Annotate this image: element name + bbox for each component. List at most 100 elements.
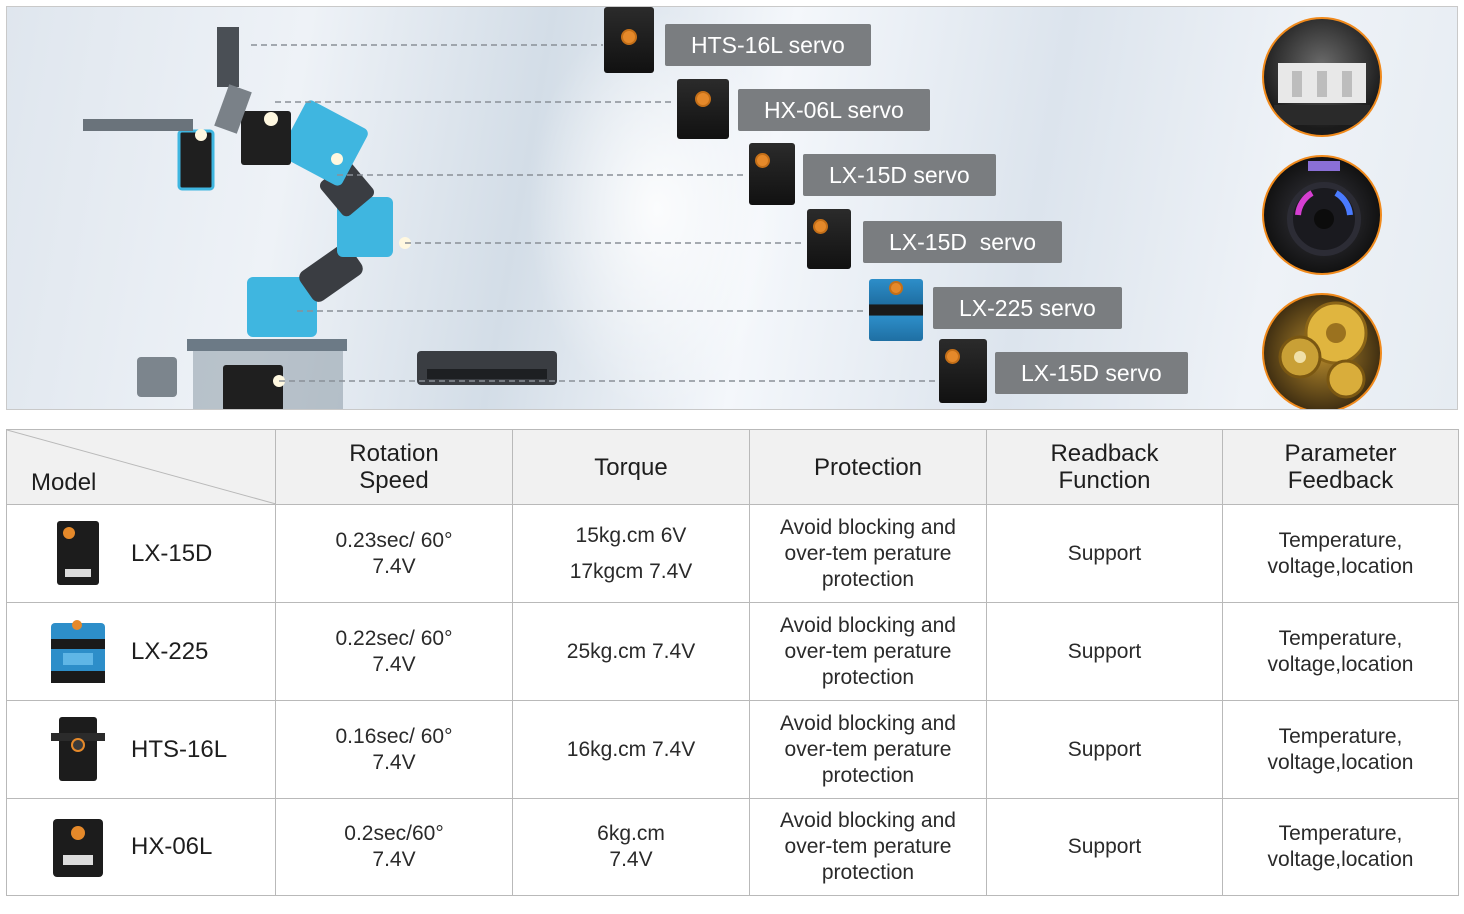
side-bracket xyxy=(137,357,177,397)
header-speed-line1: Rotation xyxy=(349,440,439,467)
torque-value-1: 6kg.cm xyxy=(597,822,665,845)
arm-base-plate xyxy=(187,339,347,351)
speed-cell: 0.22sec/ 60°7.4V xyxy=(275,602,513,701)
connector-port-icon xyxy=(1262,17,1382,137)
hts-16l-servo-thumbnail xyxy=(604,7,654,73)
servo-horn-icon xyxy=(889,281,903,295)
protection-line1: Avoid blocking and xyxy=(780,809,956,832)
leader-lines xyxy=(251,44,937,382)
servo-horn-icon xyxy=(945,349,960,364)
speed-voltage: 7.4V xyxy=(372,652,416,676)
feedback-line2: voltage,location xyxy=(1267,848,1414,871)
product-hero-banner: HTS-16L servo HX-06L servo LX-15D servo … xyxy=(6,6,1458,410)
readback-cell: Support xyxy=(986,602,1223,701)
feedback-line2: voltage,location xyxy=(1267,652,1414,676)
header-torque: Torque xyxy=(512,429,750,505)
servo-spec-table: Model Rotation Speed Torque Protection R… xyxy=(6,429,1459,896)
torque-value-2: 7.4V xyxy=(609,848,653,871)
metal-gears-icon xyxy=(1262,293,1382,409)
torque-cell: 16kg.cm 7.4V xyxy=(512,700,750,799)
gripper-finger-lower xyxy=(83,119,193,131)
speed-cell: 0.2sec/60°7.4V xyxy=(275,798,513,896)
protection-line3: protection xyxy=(821,861,915,884)
arm-wrist-link xyxy=(280,100,368,186)
gripper-finger-upper xyxy=(217,27,239,87)
feedback-cell: Temperature,voltage,location xyxy=(1222,798,1459,896)
readback-cell: Support xyxy=(986,798,1223,896)
feedback-cell: Temperature,voltage,location xyxy=(1222,602,1459,701)
header-speed-line2: Speed xyxy=(359,467,429,494)
table-row: HX-06L 0.2sec/60°7.4V 6kg.cm 7.4V Avoid b… xyxy=(6,798,1459,896)
feedback-cell: Temperature,voltage,location xyxy=(1222,504,1459,603)
model-cell: LX-15D xyxy=(6,504,276,603)
model-name: HX-06L xyxy=(131,833,213,860)
header-diagonal-divider xyxy=(7,430,276,504)
feedback-line2: voltage,location xyxy=(1267,750,1414,774)
header-feedback-line2: Feedback xyxy=(1287,467,1394,494)
torque-cell: 25kg.cm 7.4V xyxy=(512,602,750,701)
model-cell: HX-06L xyxy=(6,798,276,896)
speed-cell: 0.23sec/ 60°7.4V xyxy=(275,504,513,603)
protection-line2: over-tem perature xyxy=(784,835,952,858)
protection-cell: Avoid blocking and over-tem perature prote… xyxy=(749,798,987,896)
protection-line3: protection xyxy=(821,763,915,787)
header-rotation-speed: Rotation Speed xyxy=(275,429,513,505)
lx-15d-servo-thumbnail-2 xyxy=(807,209,851,269)
table-header-row: Model Rotation Speed Torque Protection R… xyxy=(6,429,1459,505)
torque-cell: 6kg.cm 7.4V xyxy=(512,798,750,896)
protection-line1: Avoid blocking and xyxy=(780,515,956,539)
protection-line2: over-tem perature xyxy=(784,541,952,565)
readback-cell: Support xyxy=(986,700,1223,799)
torque-value-1: 16kg.cm 7.4V xyxy=(566,737,696,761)
callout-hx-06l: HX-06L servo xyxy=(738,89,930,131)
header-model: Model xyxy=(6,429,276,505)
hx-06l-servo-thumbnail xyxy=(677,79,729,139)
table-row: HTS-16L 0.16sec/ 60°7.4V 16kg.cm 7.4V Av… xyxy=(6,700,1459,799)
arm-shoulder-link xyxy=(247,277,317,337)
protection-line1: Avoid blocking and xyxy=(780,711,956,735)
model-cell: LX-225 xyxy=(6,602,276,701)
lx-15d-servo-icon xyxy=(57,521,99,585)
feedback-line1: Temperature, xyxy=(1278,724,1403,748)
speed-value: 0.16sec/ 60° xyxy=(335,724,453,748)
feedback-line1: Temperature, xyxy=(1278,626,1403,650)
protection-line3: protection xyxy=(821,567,915,591)
joint-dot-1 xyxy=(264,112,278,126)
speed-voltage: 7.4V xyxy=(372,750,416,774)
robot-arm-illustration xyxy=(83,27,937,409)
torque-value-1: 25kg.cm 7.4V xyxy=(566,639,696,663)
header-readback-line1: Readback xyxy=(1050,440,1159,467)
feedback-line1: Temperature, xyxy=(1278,528,1403,552)
arm-gripper-servo xyxy=(177,129,215,191)
feedback-line2: voltage,location xyxy=(1267,554,1414,578)
speed-value: 0.2sec/60° xyxy=(344,822,444,845)
joint-dot-2 xyxy=(195,129,207,141)
header-readback-function: Readback Function xyxy=(986,429,1223,505)
readback-cell: Support xyxy=(986,504,1223,603)
model-cell: HTS-16L xyxy=(6,700,276,799)
callout-lx-225: LX-225 servo xyxy=(933,287,1122,329)
protection-line3: protection xyxy=(821,665,915,689)
controller-ports xyxy=(427,369,547,379)
protection-line1: Avoid blocking and xyxy=(780,613,956,637)
callout-hts-16l: HTS-16L servo xyxy=(665,24,871,66)
led-indicator-icon xyxy=(1262,155,1382,275)
callout-lx-15d-3: LX-15D servo xyxy=(995,352,1188,394)
servo-horn-icon xyxy=(695,91,711,107)
speed-value: 0.23sec/ 60° xyxy=(335,528,453,552)
torque-value-2: 17kgcm 7.4V xyxy=(569,559,693,583)
header-feedback-line1: Parameter xyxy=(1284,440,1397,467)
protection-line2: over-tem perature xyxy=(784,737,952,761)
lx-15d-servo-thumbnail-3 xyxy=(939,339,987,403)
header-parameter-feedback: Parameter Feedback xyxy=(1222,429,1459,505)
model-name: LX-225 xyxy=(131,637,209,665)
header-protection: Protection xyxy=(749,429,987,505)
hts-16l-servo-icon xyxy=(51,717,105,781)
gripper-linkage xyxy=(214,84,252,134)
speed-value: 0.22sec/ 60° xyxy=(335,626,453,650)
servo-horn-icon xyxy=(813,219,828,234)
model-name: LX-15D xyxy=(131,539,213,567)
